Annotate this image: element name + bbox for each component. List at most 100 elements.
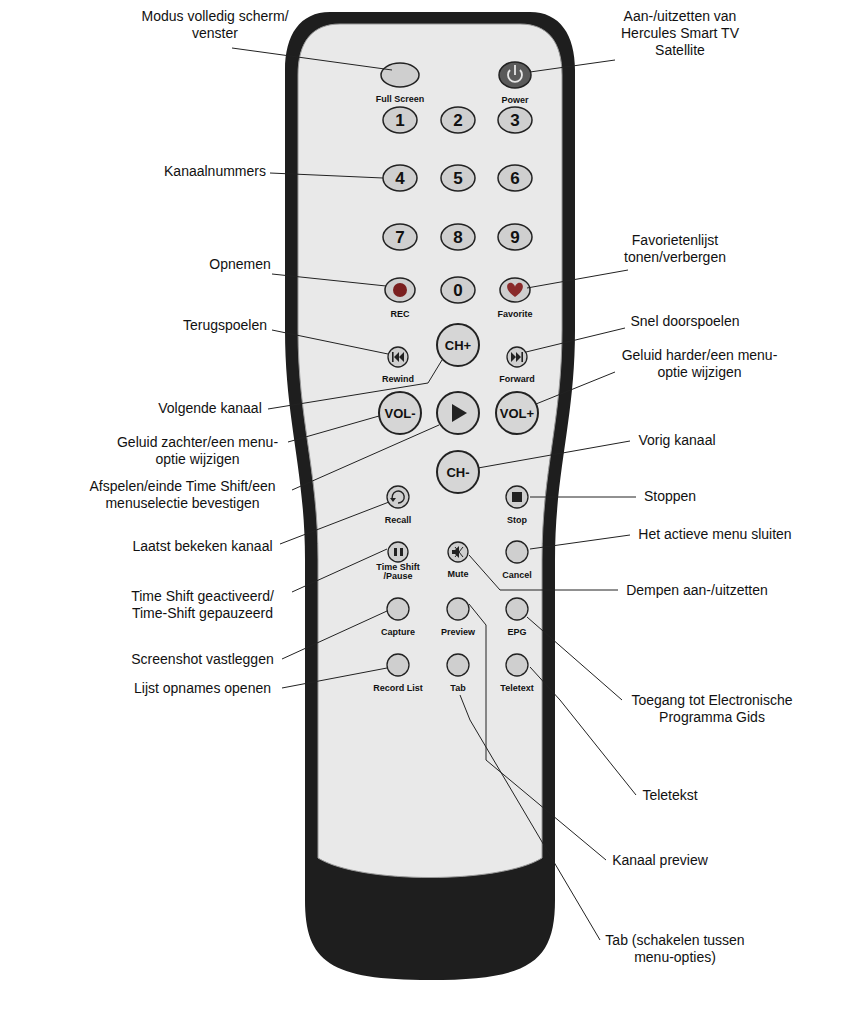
leader-line xyxy=(530,535,630,549)
button-shape xyxy=(381,63,419,87)
leader-line xyxy=(272,274,386,286)
button-label: Teletext xyxy=(500,684,533,693)
button-shape xyxy=(385,278,415,302)
callout-text: Geluid harder/een menu- optie wijzigen xyxy=(612,347,787,381)
key-button: VOL+ xyxy=(496,392,538,434)
button-label: 5 xyxy=(453,170,462,187)
key-button: 4 xyxy=(383,165,417,191)
button-shape xyxy=(387,654,409,676)
key-button: 9 xyxy=(498,224,532,250)
labeled-button: Full Screen xyxy=(374,63,427,106)
leader-line xyxy=(530,497,636,498)
leader-line xyxy=(469,555,618,590)
rewind-icon xyxy=(392,352,404,362)
callout-text: Opnemen xyxy=(195,256,285,273)
button-shape xyxy=(387,486,409,508)
callout-text: Aan-/uitzetten van Hercules Smart TV Sat… xyxy=(605,8,755,58)
key-button: 2 xyxy=(441,107,475,133)
labeled-button: EPG xyxy=(505,598,528,639)
leader-line xyxy=(530,60,615,72)
button-label: Rewind xyxy=(382,375,414,384)
button-label: 6 xyxy=(510,170,519,187)
recall-icon xyxy=(390,491,404,503)
remote-housing xyxy=(285,12,575,980)
button-shape xyxy=(379,392,421,434)
labeled-button: Stop xyxy=(505,486,529,527)
leader-line xyxy=(478,441,630,468)
button-shape xyxy=(441,224,475,250)
button-label: 9 xyxy=(510,229,519,246)
leader-line xyxy=(530,667,636,795)
button-label: CH+ xyxy=(445,339,471,352)
callout-text: Geluid zachter/een menu- optie wijzigen xyxy=(110,434,285,468)
button-label: Time Shift /Pause xyxy=(369,563,427,582)
button-shape xyxy=(383,165,417,191)
labeled-button: Recall xyxy=(383,486,414,527)
button-shape xyxy=(441,165,475,191)
leader-line xyxy=(460,695,600,940)
button-label: Favorite xyxy=(497,310,532,319)
key-button: VOL- xyxy=(379,392,421,434)
button-shape xyxy=(447,654,469,676)
callout-text: Lijst opnames openen xyxy=(120,680,285,697)
button-shape xyxy=(441,107,475,133)
leader-line xyxy=(292,549,387,592)
button-shape xyxy=(383,224,417,250)
key-button: 0 xyxy=(441,277,475,303)
leader-line xyxy=(288,416,379,442)
button-label: Recall xyxy=(385,516,412,525)
button-shape xyxy=(441,277,475,303)
button-shape xyxy=(388,347,408,367)
button-label: CH- xyxy=(446,466,469,479)
play-button xyxy=(437,392,479,434)
callout-text: Afspelen/einde Time Shift/een menuselect… xyxy=(75,478,290,512)
pause-icon xyxy=(394,548,403,556)
forward-icon xyxy=(511,352,523,362)
remote-face xyxy=(298,24,562,878)
key-button: 5 xyxy=(441,165,475,191)
leader-line xyxy=(268,360,442,409)
key-button: 7 xyxy=(383,224,417,250)
button-label: 7 xyxy=(395,229,404,246)
key-button: CH- xyxy=(437,451,479,493)
button-label: Mute xyxy=(448,570,469,579)
callout-text: Time Shift geactiveerd/ Time-Shift gepau… xyxy=(115,588,290,622)
button-shape xyxy=(388,542,408,562)
button-shape xyxy=(498,165,532,191)
button-label: REC xyxy=(390,310,409,319)
button-shape xyxy=(506,598,528,620)
callout-text: Dempen aan-/uitzetten xyxy=(612,582,782,599)
button-label: 8 xyxy=(453,229,462,246)
button-shape xyxy=(500,278,530,302)
button-label: Capture xyxy=(381,628,415,637)
key-button: 3 xyxy=(498,107,532,133)
labeled-button: Teletext xyxy=(498,654,535,695)
labeled-button: Power xyxy=(499,62,531,107)
leader-line xyxy=(272,330,388,354)
leader-line xyxy=(232,48,392,70)
key-button: 6 xyxy=(498,165,532,191)
button-label: Stop xyxy=(507,516,527,525)
leader-line xyxy=(292,425,439,490)
power-icon xyxy=(508,65,522,82)
labeled-button: Preview xyxy=(439,598,477,639)
callout-text: Tab (schakelen tussen menu-opties) xyxy=(595,932,755,966)
leader-line xyxy=(526,328,625,352)
callout-text: Laatst bekeken kanaal xyxy=(120,538,285,555)
button-label: VOL- xyxy=(384,407,415,420)
leader-line xyxy=(282,611,387,659)
button-shape xyxy=(437,451,479,493)
button-label: 3 xyxy=(510,112,519,129)
button-shape xyxy=(498,224,532,250)
callout-text: Volgende kanaal xyxy=(140,400,280,417)
button-label: Record List xyxy=(373,684,423,693)
button-label: Tab xyxy=(450,684,465,693)
labeled-button: Record List xyxy=(371,654,425,695)
leader-line xyxy=(536,372,615,404)
button-shape xyxy=(447,598,469,620)
labeled-button: Time Shift /Pause xyxy=(367,542,429,583)
button-shape xyxy=(387,598,409,620)
leader-line xyxy=(282,668,387,688)
